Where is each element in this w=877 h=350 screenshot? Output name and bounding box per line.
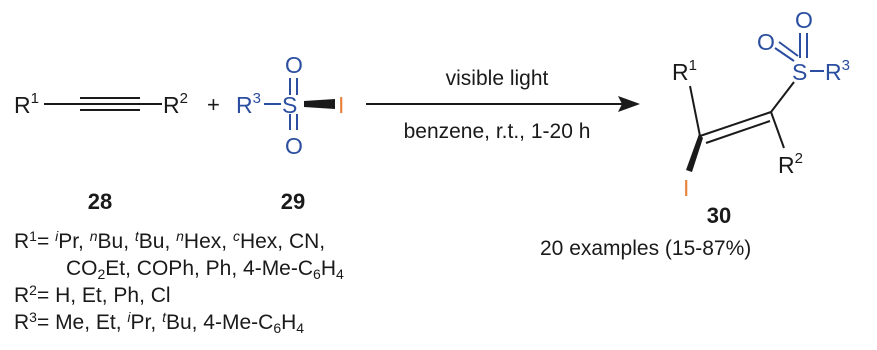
r2-definition: R2= H, Et, Ph, Cl — [14, 282, 171, 307]
r1-definition-continued: CO2Et, COPh, Ph, 4-Me-C6H4 — [66, 257, 344, 282]
compound-number-29: 29 — [281, 189, 305, 214]
product-oxygen-top: O — [795, 7, 813, 33]
alkyne-r1-label: R1 — [14, 90, 39, 118]
product-c2-r2-bond — [770, 111, 785, 149]
reagent-oxygen-bottom: O — [285, 133, 303, 159]
product-c-i-wedge-bond — [686, 134, 703, 172]
product-r3-label: R3 — [825, 57, 850, 85]
yield-note: 20 examples (15-87%) — [540, 237, 752, 260]
reaction-arrow: visible light benzene, r.t., 1-20 h — [366, 67, 640, 143]
reagent-oxygen-top: O — [285, 52, 303, 78]
reagent-s-i-wedge-bond — [304, 99, 335, 109]
condition-above-arrow: visible light — [446, 67, 549, 90]
alkyne-r2-label: R2 — [163, 90, 188, 118]
alkyne-28: R1 R2 28 — [14, 90, 188, 214]
substituent-definitions: R1= iPr, nBu, tBu, nHex, cHex, CN, CO2Et… — [14, 228, 344, 336]
product-oxygen-left: O — [757, 29, 775, 55]
compound-number-28: 28 — [88, 189, 112, 214]
reaction-scheme: R1 R2 28 + R3 S O O I 29 visible light b… — [14, 7, 850, 225]
product-s-o-left-bond-2 — [778, 41, 799, 57]
reagent-sulfur: S — [282, 92, 297, 118]
arrow-head — [618, 96, 640, 112]
r1-definition: R1= iPr, nBu, tBu, nHex, cHex, CN, — [14, 228, 326, 253]
sulfonyl-iodide-29: R3 S O O I 29 — [236, 52, 344, 214]
plus-sign: + — [207, 92, 220, 117]
product-c-s-bond — [770, 81, 795, 113]
product-c1-r1-bond — [689, 85, 701, 137]
product-30: R1 I R2 S O O R3 30 — [672, 7, 850, 225]
reagent-r3-label: R3 — [236, 90, 261, 118]
product-c-c-bond — [699, 111, 772, 137]
product-s-o-left-bond-1 — [774, 47, 795, 62]
product-sulfur: S — [792, 59, 807, 85]
r3-definition: R3= Me, Et, iPr, tBu, 4-Me-C6H4 — [14, 309, 305, 336]
product-c-c-double-bond — [705, 120, 771, 144]
reagent-iodine: I — [338, 92, 344, 118]
compound-number-30: 30 — [707, 203, 731, 225]
product-iodine: I — [683, 175, 689, 201]
product-r1-label: R1 — [672, 57, 697, 85]
product-r2-label: R2 — [778, 150, 803, 178]
condition-below-arrow: benzene, r.t., 1-20 h — [404, 120, 591, 143]
